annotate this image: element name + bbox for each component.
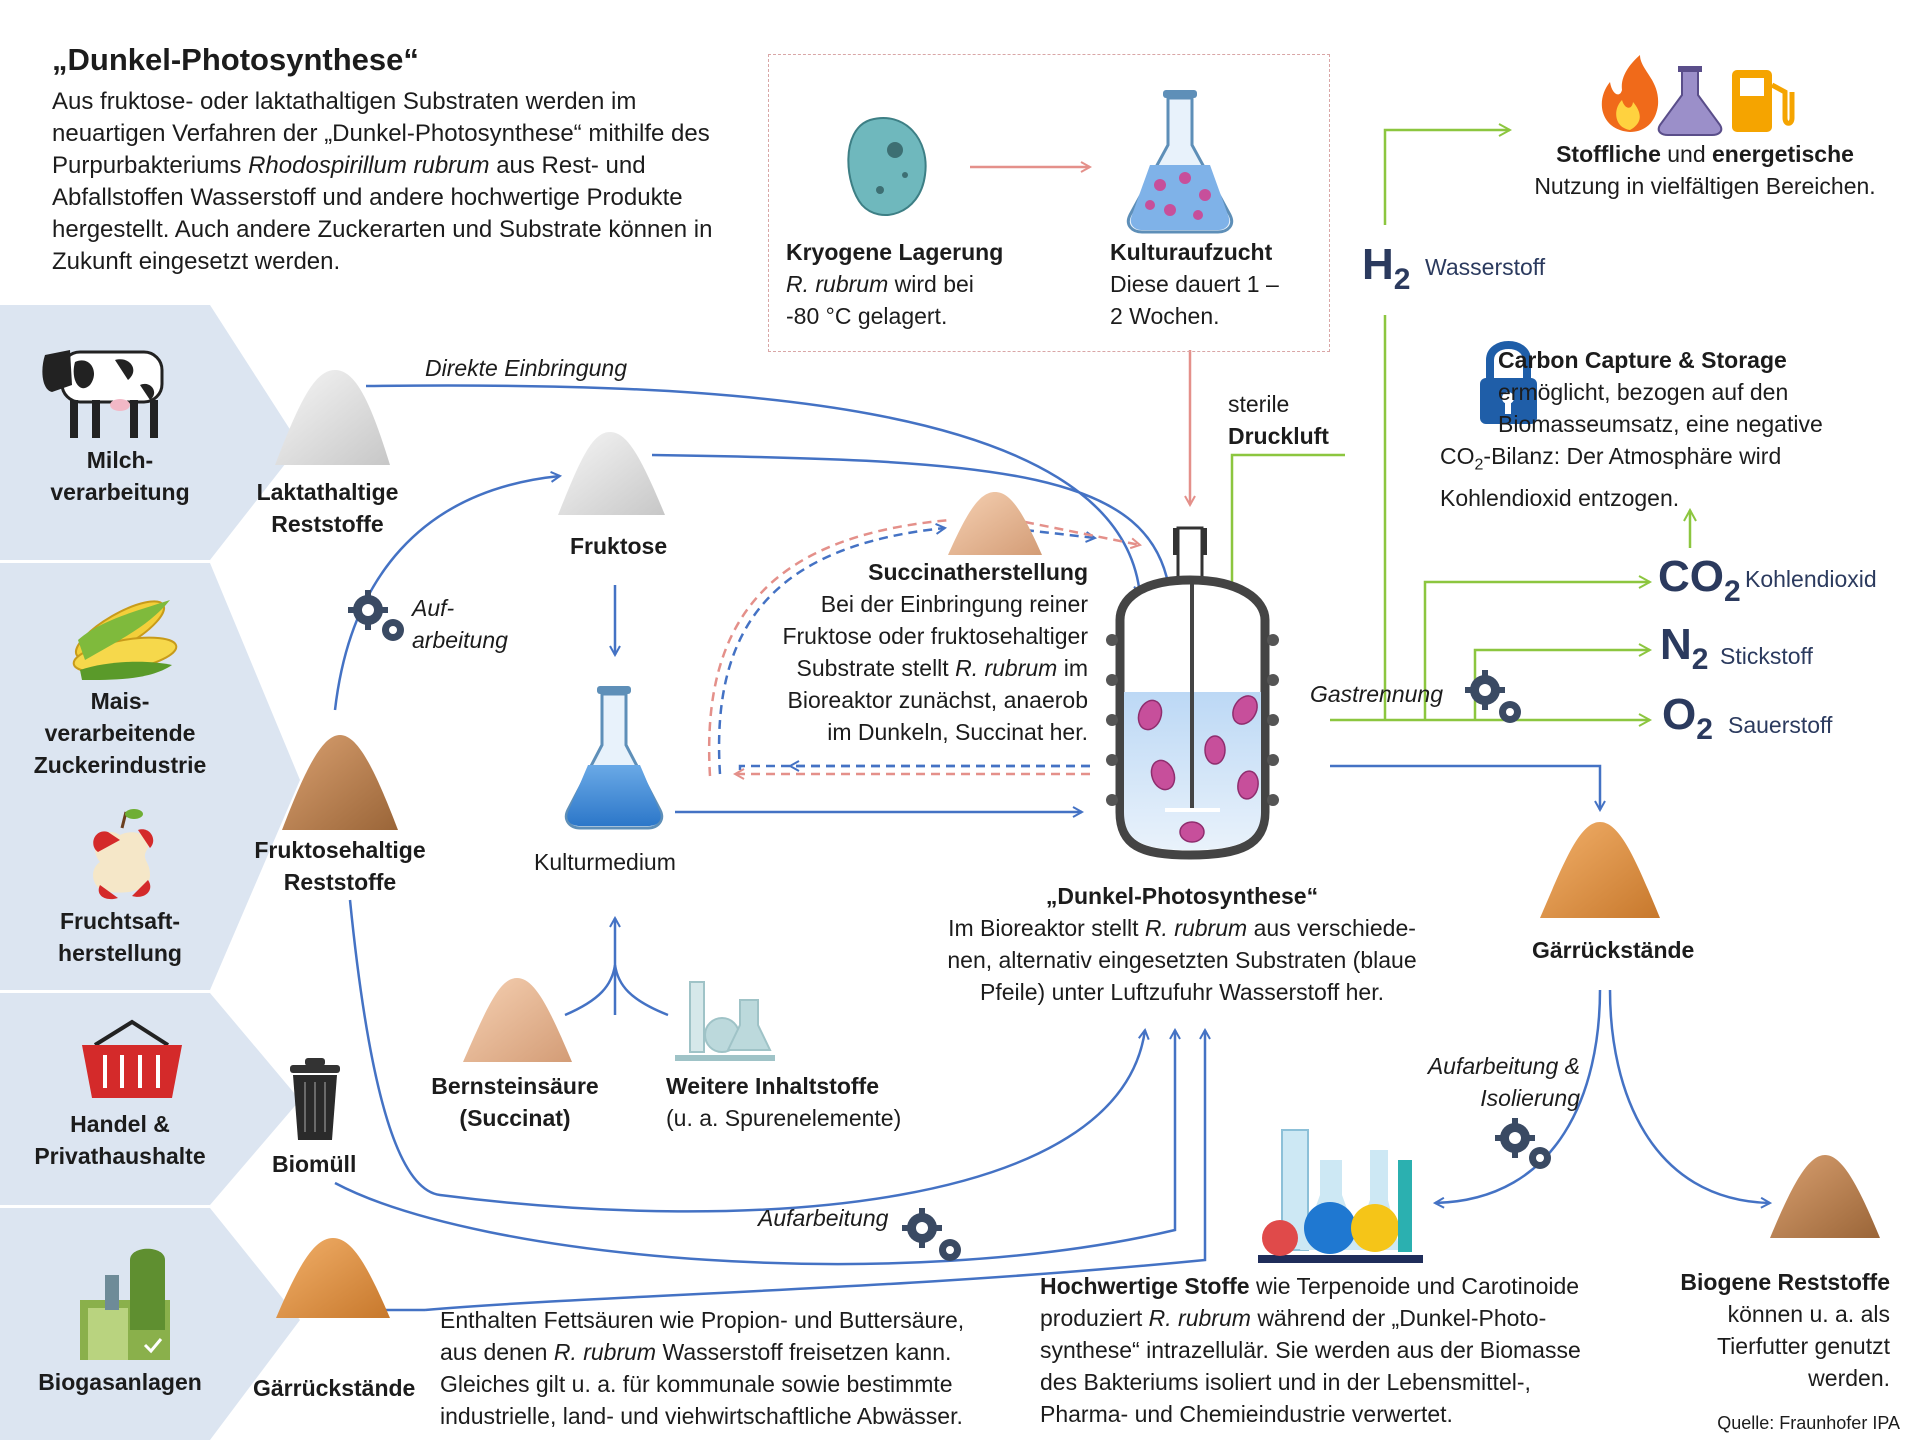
gas-formula-n2: N2: [1660, 620, 1709, 676]
gear-icon: [348, 590, 404, 641]
lab-box: [768, 54, 1330, 352]
culture-flask-icon: [1126, 90, 1234, 234]
intro-text: Aus fruktose- oder laktathaltigen Substr…: [52, 88, 713, 275]
fruktose-pile-icon: [558, 432, 665, 515]
page-title: „Dunkel-Photosynthese“: [52, 42, 419, 77]
direkte-einbringung-label: Direkte Einbringung: [425, 355, 628, 381]
gaerrueckstaende-right-label: Gärrückstände: [1532, 937, 1695, 963]
kryo-text: Kryogene Lagerung R. rubrum wird bei -80…: [786, 239, 1004, 329]
succinat-text: Succinatherstellung Bei der Einbringung …: [782, 559, 1088, 745]
biomuell-label: Biomüll: [272, 1151, 357, 1177]
source-label-fruchtsaft: Fruchtsaft-herstellung: [58, 908, 182, 966]
fuel-pump-icon: [1732, 70, 1795, 132]
usage-text: Stoffliche und energetische Nutzung in v…: [1534, 141, 1876, 199]
gas-name-h2: Wasserstoff: [1425, 254, 1546, 280]
corn-icon: [72, 600, 178, 680]
ccs-text-cont: CO2-Bilanz: Der Atmosphäre wird Kohlendi…: [1440, 443, 1782, 511]
lab-glassware-icon: [675, 981, 775, 1061]
gaerrueckstaende-left-pile-icon: [276, 1238, 390, 1318]
apple-core-icon: [93, 809, 154, 900]
gear-icon: [902, 1208, 961, 1261]
succinat-pile-icon: [948, 492, 1042, 555]
biogen-text: Biogene Reststoffe können u. a. als Tier…: [1680, 1269, 1890, 1391]
biogas-text: Enthalten Fettsäuren wie Propion- und Bu…: [440, 1307, 965, 1429]
lab-arrows: [970, 167, 1190, 505]
weitere-label: Weitere Inhaltstoffe(u. a. Spurenelement…: [666, 1073, 902, 1131]
source-label-handel: Handel &Privathaushalte: [34, 1111, 206, 1169]
source-credit: Quelle: Fraunhofer IPA: [1717, 1413, 1900, 1433]
aufarbeitung-short-label: Auf-arbeitung: [412, 595, 508, 653]
source-label-biogas: Biogasanlagen: [38, 1369, 202, 1395]
flask-icon: [1657, 66, 1723, 136]
kulturmedium-label: Kulturmedium: [534, 849, 676, 875]
cow-icon: [42, 350, 164, 438]
kultur-text: Kulturaufzucht Diese dauert 1 – 2 Wochen…: [1110, 239, 1279, 329]
substrate-arrows: [333, 384, 1770, 1312]
source-label-milch: Milch-verarbeitung: [50, 447, 190, 505]
bioreactor-icon: [1106, 526, 1279, 860]
lock-icon: [1480, 341, 1537, 424]
fire-icon: [1601, 55, 1659, 132]
aufarbeitung-label: Aufarbeitung: [758, 1205, 889, 1231]
shopping-basket-icon: [82, 1019, 182, 1098]
succinate-loop: [707, 518, 1140, 776]
gaerrueckstaende-right-pile-icon: [1540, 822, 1660, 918]
gas-formula-h2: H2: [1362, 240, 1411, 296]
biogen-pile-icon: [1770, 1155, 1880, 1238]
gaerrueckstaende-left-label: Gärrückstände: [253, 1375, 416, 1401]
gas-formula-o2: O2: [1662, 690, 1713, 746]
gas-name-n2: Stickstoff: [1720, 643, 1813, 669]
trash-bin-icon: [290, 1058, 340, 1140]
gear-icon: [1495, 1118, 1551, 1169]
gastrennung-label: Gastrennung: [1310, 681, 1443, 707]
bacterium-icon: [847, 117, 927, 216]
fruktose-label: Fruktose: [570, 533, 668, 559]
kulturmedium-flask-icon: [564, 686, 664, 830]
ccs-text: Carbon Capture & Storage ermöglicht, bez…: [1498, 347, 1823, 437]
gas-formula-co2: CO2: [1658, 552, 1741, 608]
aufarbeitung-isolierung-label: Aufarbeitung &Isolierung: [1427, 1053, 1580, 1111]
bernstein-label: Bernsteinsäure(Succinat): [431, 1073, 599, 1131]
chemistry-glassware-icon: [1258, 1129, 1423, 1263]
biogas-plant-icon: [80, 1248, 170, 1360]
hochwertig-text: Hochwertige Stoffe wie Terpenoide und Ca…: [1040, 1273, 1581, 1427]
reactor-text: „Dunkel-Photosynthese“ Im Bioreaktor ste…: [947, 883, 1417, 1005]
gas-name-o2: Sauerstoff: [1728, 712, 1833, 738]
bernstein-pile-icon: [463, 978, 572, 1062]
fruktose-rest-pile-icon: [282, 735, 398, 830]
gas-name-co2: Kohlendioxid: [1745, 566, 1877, 592]
gear-icon: [1465, 670, 1521, 723]
laktat-pile-icon: [275, 370, 390, 465]
